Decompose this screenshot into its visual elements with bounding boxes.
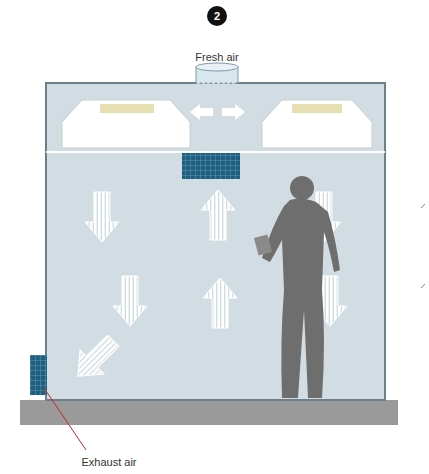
return-vent [182, 153, 240, 179]
duct-top [196, 63, 238, 71]
duct-opening [197, 83, 237, 84]
label-text: 2 [214, 10, 220, 22]
air-label: Exhaust air [81, 456, 136, 468]
label-text: Exhaust air [81, 456, 136, 468]
leader-line [44, 388, 86, 450]
airflow-arrow [201, 190, 235, 240]
airflow-arrow [85, 192, 119, 242]
tick [421, 284, 425, 288]
person [254, 176, 340, 398]
plenum-arrow [190, 104, 213, 120]
callout-number: 2 [214, 10, 220, 22]
tick [421, 204, 425, 208]
filter [100, 104, 154, 113]
plenum-arrow [222, 104, 245, 120]
ceiling-line [46, 151, 385, 153]
airflow-arrow [113, 276, 147, 326]
air-label: Fresh air [195, 51, 238, 63]
room [46, 83, 385, 400]
label-text: Fresh air [195, 51, 238, 63]
callout-circle [207, 6, 227, 26]
airflow-arrow [66, 329, 125, 388]
floor [20, 400, 398, 425]
filter-unit [62, 100, 190, 148]
filter-unit [262, 100, 372, 148]
airflow-arrow [203, 278, 237, 328]
filter [292, 104, 342, 113]
